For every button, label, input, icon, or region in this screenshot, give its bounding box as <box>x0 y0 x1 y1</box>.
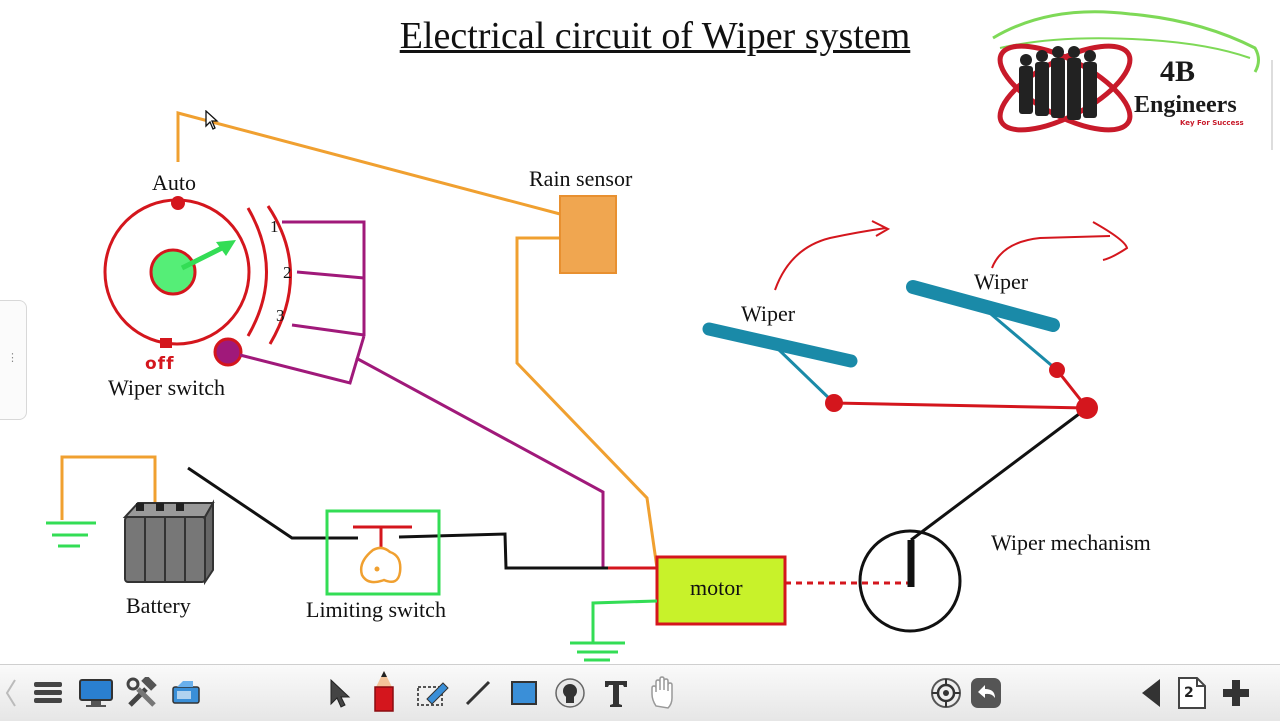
motor-ground-wire <box>591 599 658 643</box>
mechanism-crank <box>910 406 1088 542</box>
linkage-joint-upper <box>1049 362 1065 378</box>
ground-symbol-battery <box>46 521 96 548</box>
undo-icon[interactable] <box>966 673 1006 713</box>
limiting-switch-box <box>325 509 441 596</box>
whiteboard[interactable]: Electrical circuit of Wiper system 4B En… <box>0 0 1280 662</box>
position-2-label: 2 <box>283 263 292 282</box>
linkage-bar <box>833 401 1088 410</box>
wire-switch-terminal <box>239 335 366 385</box>
logo-text: Engineers <box>1134 92 1237 118</box>
wire-pos3 <box>291 323 365 337</box>
target-icon[interactable] <box>926 673 966 713</box>
monitor-icon[interactable] <box>76 673 116 713</box>
linkage-joint-right <box>1076 397 1098 419</box>
rain-sensor-box <box>559 195 617 274</box>
eraser-icon[interactable] <box>412 673 452 713</box>
motor-label: motor <box>690 575 743 600</box>
wire-limit-switch-to-motor <box>398 532 608 570</box>
linkage-joint-left <box>825 394 843 412</box>
logo-tagline: Key For Success <box>1180 119 1244 127</box>
stamp-icon[interactable] <box>550 673 590 713</box>
wiper-switch-knob <box>149 248 197 296</box>
menu-icon[interactable] <box>28 673 68 713</box>
wire-switch-to-motor <box>355 356 605 568</box>
wire-pos2 <box>296 270 365 280</box>
pointer-icon[interactable] <box>320 673 360 713</box>
wiper-motion-arrow-left <box>774 227 887 291</box>
mouse-cursor-icon <box>205 110 219 130</box>
wiper-motion-arrow-right <box>991 235 1111 269</box>
text-icon[interactable] <box>596 673 636 713</box>
wire-auto-to-rain-sensor <box>176 111 561 216</box>
add-page-icon[interactable] <box>1216 673 1256 713</box>
logo-name: 4B <box>1160 55 1196 88</box>
wiper-right-label: Wiper <box>974 269 1029 294</box>
limiting-switch-label: Limiting switch <box>306 597 446 622</box>
page-icon[interactable]: 2 <box>1172 673 1212 713</box>
switch-terminal <box>213 337 243 367</box>
auto-label: Auto <box>152 170 196 195</box>
off-contact <box>160 338 172 348</box>
wiper-mechanism-label: Wiper mechanism <box>991 530 1151 555</box>
battery <box>122 499 215 586</box>
page-title: Electrical circuit of Wiper system <box>399 15 911 57</box>
position-3-label: 3 <box>276 306 285 325</box>
prev-page-icon[interactable] <box>1132 673 1172 713</box>
bottom-toolbar: 2 <box>0 664 1280 721</box>
company-logo <box>992 10 1273 150</box>
motor-box <box>655 555 787 626</box>
scroll-left-icon[interactable] <box>0 673 22 713</box>
rectangle-icon[interactable] <box>504 673 544 713</box>
line-icon[interactable] <box>458 673 498 713</box>
camera-icon[interactable] <box>168 673 208 713</box>
wiper-switch-pointer <box>180 242 230 271</box>
switch-arc-outer <box>266 205 292 345</box>
battery-ground-wire <box>60 455 157 520</box>
wire-rain-sensor-to-motor <box>515 236 659 569</box>
wiper-blade-left <box>702 322 858 368</box>
rain-sensor-label: Rain sensor <box>529 166 633 191</box>
ground-symbol-motor <box>570 641 625 662</box>
auto-contact <box>171 196 185 210</box>
circuit-diagram <box>46 10 1273 662</box>
off-label: off <box>145 354 175 374</box>
side-panel-tab[interactable]: ⋮ <box>0 300 27 420</box>
battery-label: Battery <box>126 593 191 618</box>
wiper-switch-label: Wiper switch <box>108 375 226 400</box>
wiper-left-label: Wiper <box>741 301 796 326</box>
tools-icon[interactable] <box>122 673 162 713</box>
page-number: 2 <box>1184 685 1194 701</box>
pen-icon[interactable] <box>364 667 404 715</box>
limiting-switch-cam <box>359 546 402 584</box>
wiper-mechanism-wheel <box>858 529 962 633</box>
wiper-blade-right <box>906 280 1060 332</box>
switch-arc-inner <box>246 207 268 337</box>
position-1-label: 1 <box>270 217 279 236</box>
hand-icon[interactable] <box>644 673 684 713</box>
wire-battery-to-limit-switch <box>187 466 358 540</box>
wire-pos1 <box>282 220 366 336</box>
